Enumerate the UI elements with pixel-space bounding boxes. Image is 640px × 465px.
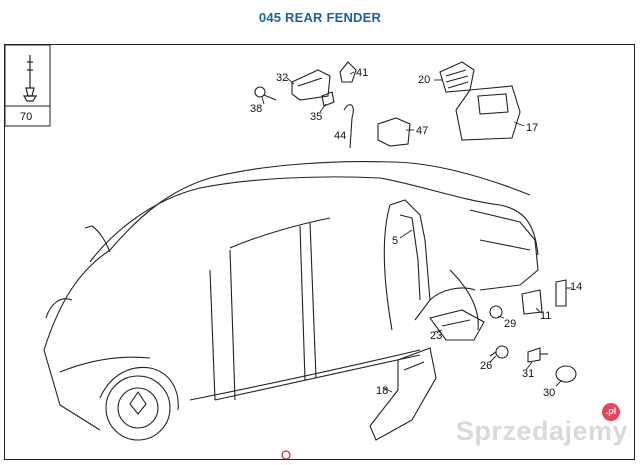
callout-11: 11 bbox=[540, 310, 551, 322]
part-35-clip bbox=[321, 91, 335, 107]
part-44-hose bbox=[343, 104, 354, 149]
part-26-grommet bbox=[489, 345, 509, 359]
part-17-duct bbox=[455, 85, 521, 141]
watermark-text: Sprzedajemy bbox=[455, 416, 628, 446]
part-11-clip bbox=[521, 289, 543, 315]
callout-47: 47 bbox=[416, 125, 428, 137]
callout-18: 18 bbox=[376, 385, 388, 397]
callout-38: 38 bbox=[250, 103, 262, 115]
part-14-bracket bbox=[555, 279, 567, 307]
part-41-clip bbox=[339, 61, 357, 83]
callout-31: 31 bbox=[522, 368, 534, 380]
car-body-outline bbox=[43, 161, 539, 441]
watermark-badge: .pl bbox=[602, 403, 620, 421]
part-20-vent-grille bbox=[439, 61, 475, 93]
part-30-cap bbox=[555, 365, 577, 383]
callout-14: 14 bbox=[570, 281, 582, 293]
part-18-panel bbox=[369, 347, 437, 441]
pin-marker-icon bbox=[281, 450, 291, 460]
part-47-bracket bbox=[377, 117, 411, 147]
part-23-liner bbox=[429, 309, 485, 341]
diagram-frame bbox=[4, 44, 635, 460]
callout-26: 26 bbox=[480, 360, 492, 372]
part-31-rivet bbox=[527, 347, 548, 363]
inset-box-70 bbox=[4, 44, 51, 127]
part-29-nut bbox=[489, 305, 503, 319]
callout-35: 35 bbox=[310, 111, 322, 123]
plug-pin-part-70 bbox=[22, 55, 38, 102]
callout-labels: 32 41 38 35 44 20 17 47 5 14 29 11 23 26… bbox=[20, 67, 582, 399]
callout-70: 70 bbox=[20, 111, 32, 123]
callout-17: 17 bbox=[526, 122, 538, 134]
part-32-reflector bbox=[291, 69, 331, 101]
callout-30: 30 bbox=[543, 387, 555, 399]
callout-20: 20 bbox=[418, 74, 430, 86]
callout-32: 32 bbox=[276, 72, 288, 84]
diagram-title: 045 REAR FENDER bbox=[258, 10, 382, 25]
part-38-screw bbox=[254, 86, 277, 101]
callout-44: 44 bbox=[334, 130, 346, 142]
callout-41: 41 bbox=[356, 67, 368, 79]
callout-29: 29 bbox=[504, 318, 516, 330]
callout-5: 5 bbox=[392, 235, 398, 247]
leader-lines bbox=[261, 71, 572, 393]
callout-23: 23 bbox=[430, 330, 442, 342]
